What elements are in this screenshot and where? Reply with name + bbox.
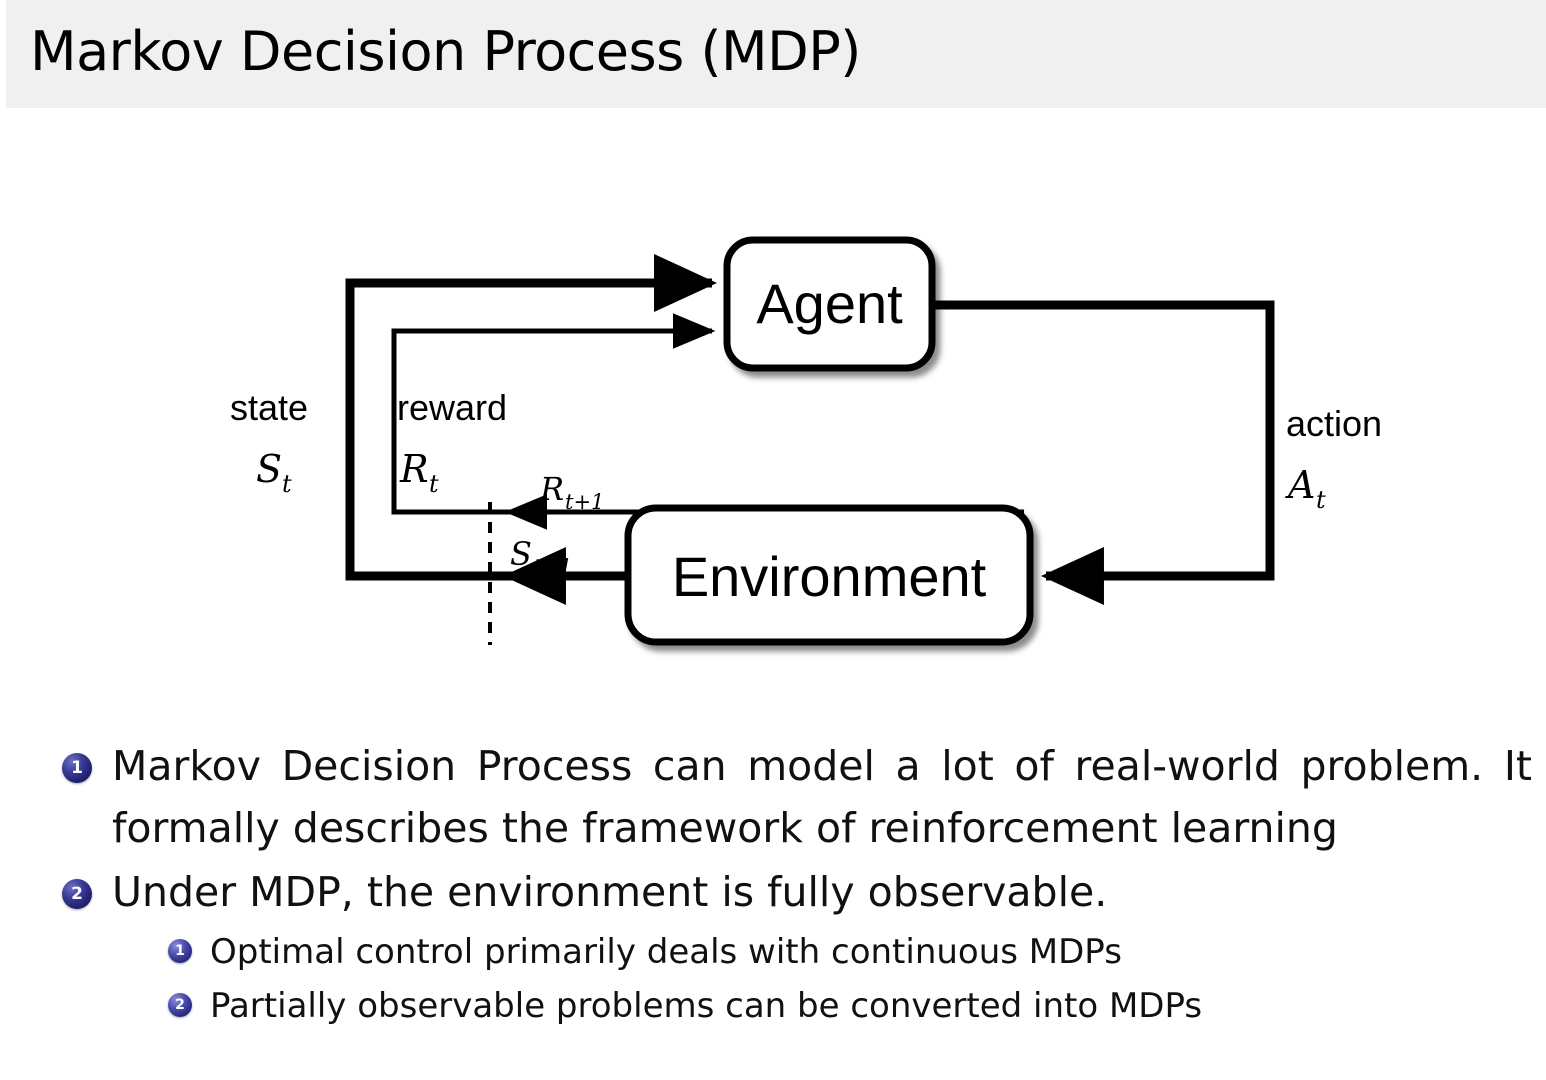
next-reward-symbol-label: R bbox=[539, 470, 564, 508]
page-title: Markov Decision Process (MDP) bbox=[30, 20, 861, 83]
bullet-number-marker: 2 bbox=[62, 879, 92, 909]
sub-list-item[interactable]: 1 Optimal control primarily deals with c… bbox=[168, 925, 1546, 979]
list-item[interactable]: 1 Markov Decision Process can model a lo… bbox=[62, 735, 1546, 859]
action-path bbox=[932, 300, 1275, 605]
reward-symbol-label: R bbox=[399, 447, 429, 491]
agent-node[interactable]: Agent bbox=[723, 236, 936, 372]
sub-bullet-number-marker: 1 bbox=[168, 939, 192, 963]
sub-bullet-number-marker: 2 bbox=[168, 993, 192, 1017]
agent-box[interactable] bbox=[723, 236, 936, 372]
bullet-number-marker: 1 bbox=[62, 753, 92, 783]
sub-list-item-text: Partially observable problems can be con… bbox=[210, 986, 1203, 1026]
action-edge-label: action A t bbox=[1285, 403, 1382, 514]
list-item[interactable]: 2 Under MDP, the environment is fully ob… bbox=[62, 861, 1546, 923]
bullet-list: 1 Markov Decision Process can model a lo… bbox=[0, 735, 1546, 1033]
action-word-label: action bbox=[1286, 403, 1382, 444]
mdp-diagram-container: Agent Environment state S t reward R t a… bbox=[0, 110, 1546, 700]
list-item-text: Markov Decision Process can model a lot … bbox=[112, 742, 1546, 852]
next-reward-edge-label: R t+1 bbox=[539, 470, 604, 514]
next-state-symbol-label: S bbox=[510, 535, 532, 573]
state-subscript-label: t bbox=[282, 470, 292, 498]
reward-edge-label: reward R t bbox=[397, 387, 507, 498]
list-item-text: Under MDP, the environment is fully obse… bbox=[112, 868, 1108, 916]
environment-label: Environment bbox=[672, 545, 987, 608]
action-subscript-label: t bbox=[1316, 486, 1326, 514]
state-word-label: state bbox=[230, 387, 308, 428]
state-symbol-label: S bbox=[256, 447, 282, 491]
next-state-subscript-label: t+1 bbox=[533, 555, 572, 579]
sub-list-item[interactable]: 2 Partially observable problems can be c… bbox=[168, 979, 1546, 1033]
slide-header-band: Markov Decision Process (MDP) bbox=[6, 0, 1546, 108]
reward-word-label: reward bbox=[397, 387, 507, 428]
sub-list-item-text: Optimal control primarily deals with con… bbox=[210, 932, 1122, 972]
reward-subscript-label: t bbox=[429, 470, 439, 498]
agent-environment-loop-diagram: Agent Environment state S t reward R t a… bbox=[230, 236, 1382, 646]
agent-label: Agent bbox=[756, 272, 903, 335]
environment-box[interactable] bbox=[624, 504, 1034, 646]
environment-node[interactable]: Environment bbox=[624, 504, 1034, 646]
next-reward-subscript-label: t+1 bbox=[565, 490, 604, 514]
next-state-edge-label: S t+1 bbox=[510, 535, 572, 579]
state-edge-label: state S t bbox=[230, 387, 308, 498]
action-symbol-label: A bbox=[1285, 463, 1315, 507]
